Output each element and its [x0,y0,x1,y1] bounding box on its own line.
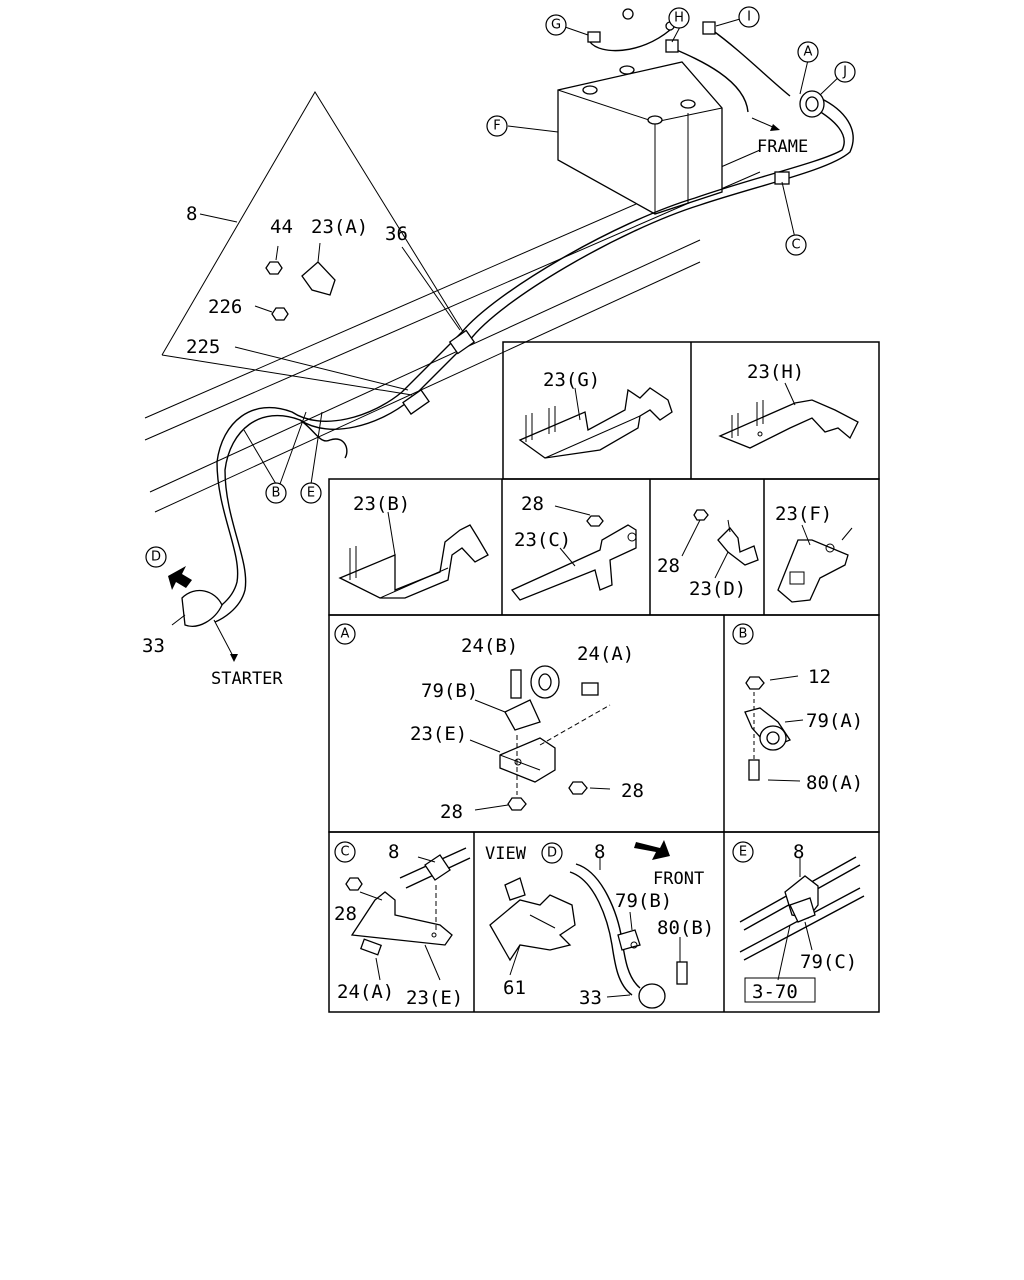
part-label-8-c: 8 [388,841,399,863]
part-label-23g: 23(G) [543,369,600,391]
svg-text:B: B [272,486,281,501]
part-label-28-a2: 28 [440,801,463,823]
callout-h: H [668,7,690,29]
part-label-23h: 23(H) [747,361,804,383]
svg-text:F: F [493,119,500,134]
callout-d-main: D [145,546,167,568]
callout-a-detail: A [334,623,356,645]
panel-grid [328,341,880,1013]
part-label-24b: 24(B) [461,635,518,657]
front-arrow [634,840,670,860]
part-label-226: 226 [208,296,242,318]
detail-d: VIEW D FRONT 8 79(B) 80(B) 61 33 [485,840,714,1009]
part-label-80a: 80(A) [806,772,863,794]
part-label-23b: 23(B) [353,493,410,515]
part-label-8-e: 8 [793,841,804,863]
front-label: FRONT [653,869,704,889]
svg-text:J: J [842,65,847,80]
detail-a: A 24(B) 24(A) 79(B) 23(E) 28 28 [334,623,644,823]
part-label-79b-d: 79(B) [615,890,672,912]
part-label-12: 12 [808,666,831,688]
callout-a-main: A [797,41,819,63]
battery [557,61,723,215]
panel-23d: 28 23(D) [657,509,759,600]
callout-e-detail: E [732,841,754,863]
frame-label: FRAME [757,137,808,157]
callout-d-detail: D [541,842,563,864]
svg-text:D: D [151,550,161,565]
part-label-28-d: 28 [657,555,680,577]
part-label-33: 33 [142,635,165,657]
part-label-23e-c: 23(E) [406,987,463,1009]
panel-23h: 23(H) [718,361,859,449]
panel-23f: 23(F) [775,503,853,603]
callout-c-detail: C [334,841,356,863]
part-label-79a: 79(A) [806,710,863,732]
panel-23b: 23(B) [338,493,489,599]
callout-e-main: E [300,482,322,504]
svg-text:C: C [340,845,349,860]
part-label-24a-c: 24(A) [337,981,394,1003]
part-label-8: 8 [186,203,197,225]
part-label-23a: 23(A) [311,216,368,238]
callout-f: F [486,115,508,137]
svg-text:H: H [674,11,684,26]
reference-box [744,977,816,1003]
starter-label: STARTER [211,669,283,689]
part-label-28-c2: 28 [334,903,357,925]
callout-b-main: B [265,482,287,504]
main-assembly: 8 44 23(A) 36 226 225 33 FRAME STARTER F… [142,6,856,689]
part-label-61: 61 [503,977,526,999]
part-label-23c: 23(C) [514,529,571,551]
detail-e: E 8 79(C) 3-70 [732,841,865,1003]
panel-23g: 23(G) [518,369,673,459]
svg-text:B: B [739,627,748,642]
callout-b-detail: B [732,623,754,645]
svg-text:C: C [791,238,800,253]
part-label-28-a1: 28 [621,780,644,802]
panel-23c: 28 23(C) [510,493,637,601]
part-label-23e: 23(E) [410,723,467,745]
part-label-44: 44 [270,216,293,238]
callout-c-main: C [785,234,807,256]
part-label-79b: 79(B) [421,680,478,702]
detail-b: B 12 79(A) 80(A) [732,623,863,794]
part-label-8-d: 8 [594,841,605,863]
part-label-80b: 80(B) [657,917,714,939]
view-label: VIEW [485,844,527,864]
part-label-23d: 23(D) [689,578,746,600]
part-label-28-c: 28 [521,493,544,515]
reference-label[interactable]: 3-70 [752,981,798,1003]
part-label-23f: 23(F) [775,503,832,525]
callout-i: I [738,6,760,28]
part-label-33-d: 33 [579,987,602,1009]
svg-text:D: D [547,846,557,861]
part-label-225: 225 [186,336,220,358]
part-label-79c: 79(C) [800,951,857,973]
part-label-24a: 24(A) [577,643,634,665]
svg-text:E: E [307,486,315,501]
svg-text:G: G [551,18,561,33]
part-label-36: 36 [385,223,408,245]
callout-g: G [545,14,567,36]
svg-text:A: A [341,627,350,642]
svg-text:A: A [804,45,813,60]
svg-text:I: I [747,10,751,25]
callout-j: J [834,61,856,83]
detail-c: C 8 28 24(A) 23(E) [334,841,471,1009]
svg-text:E: E [739,845,747,860]
